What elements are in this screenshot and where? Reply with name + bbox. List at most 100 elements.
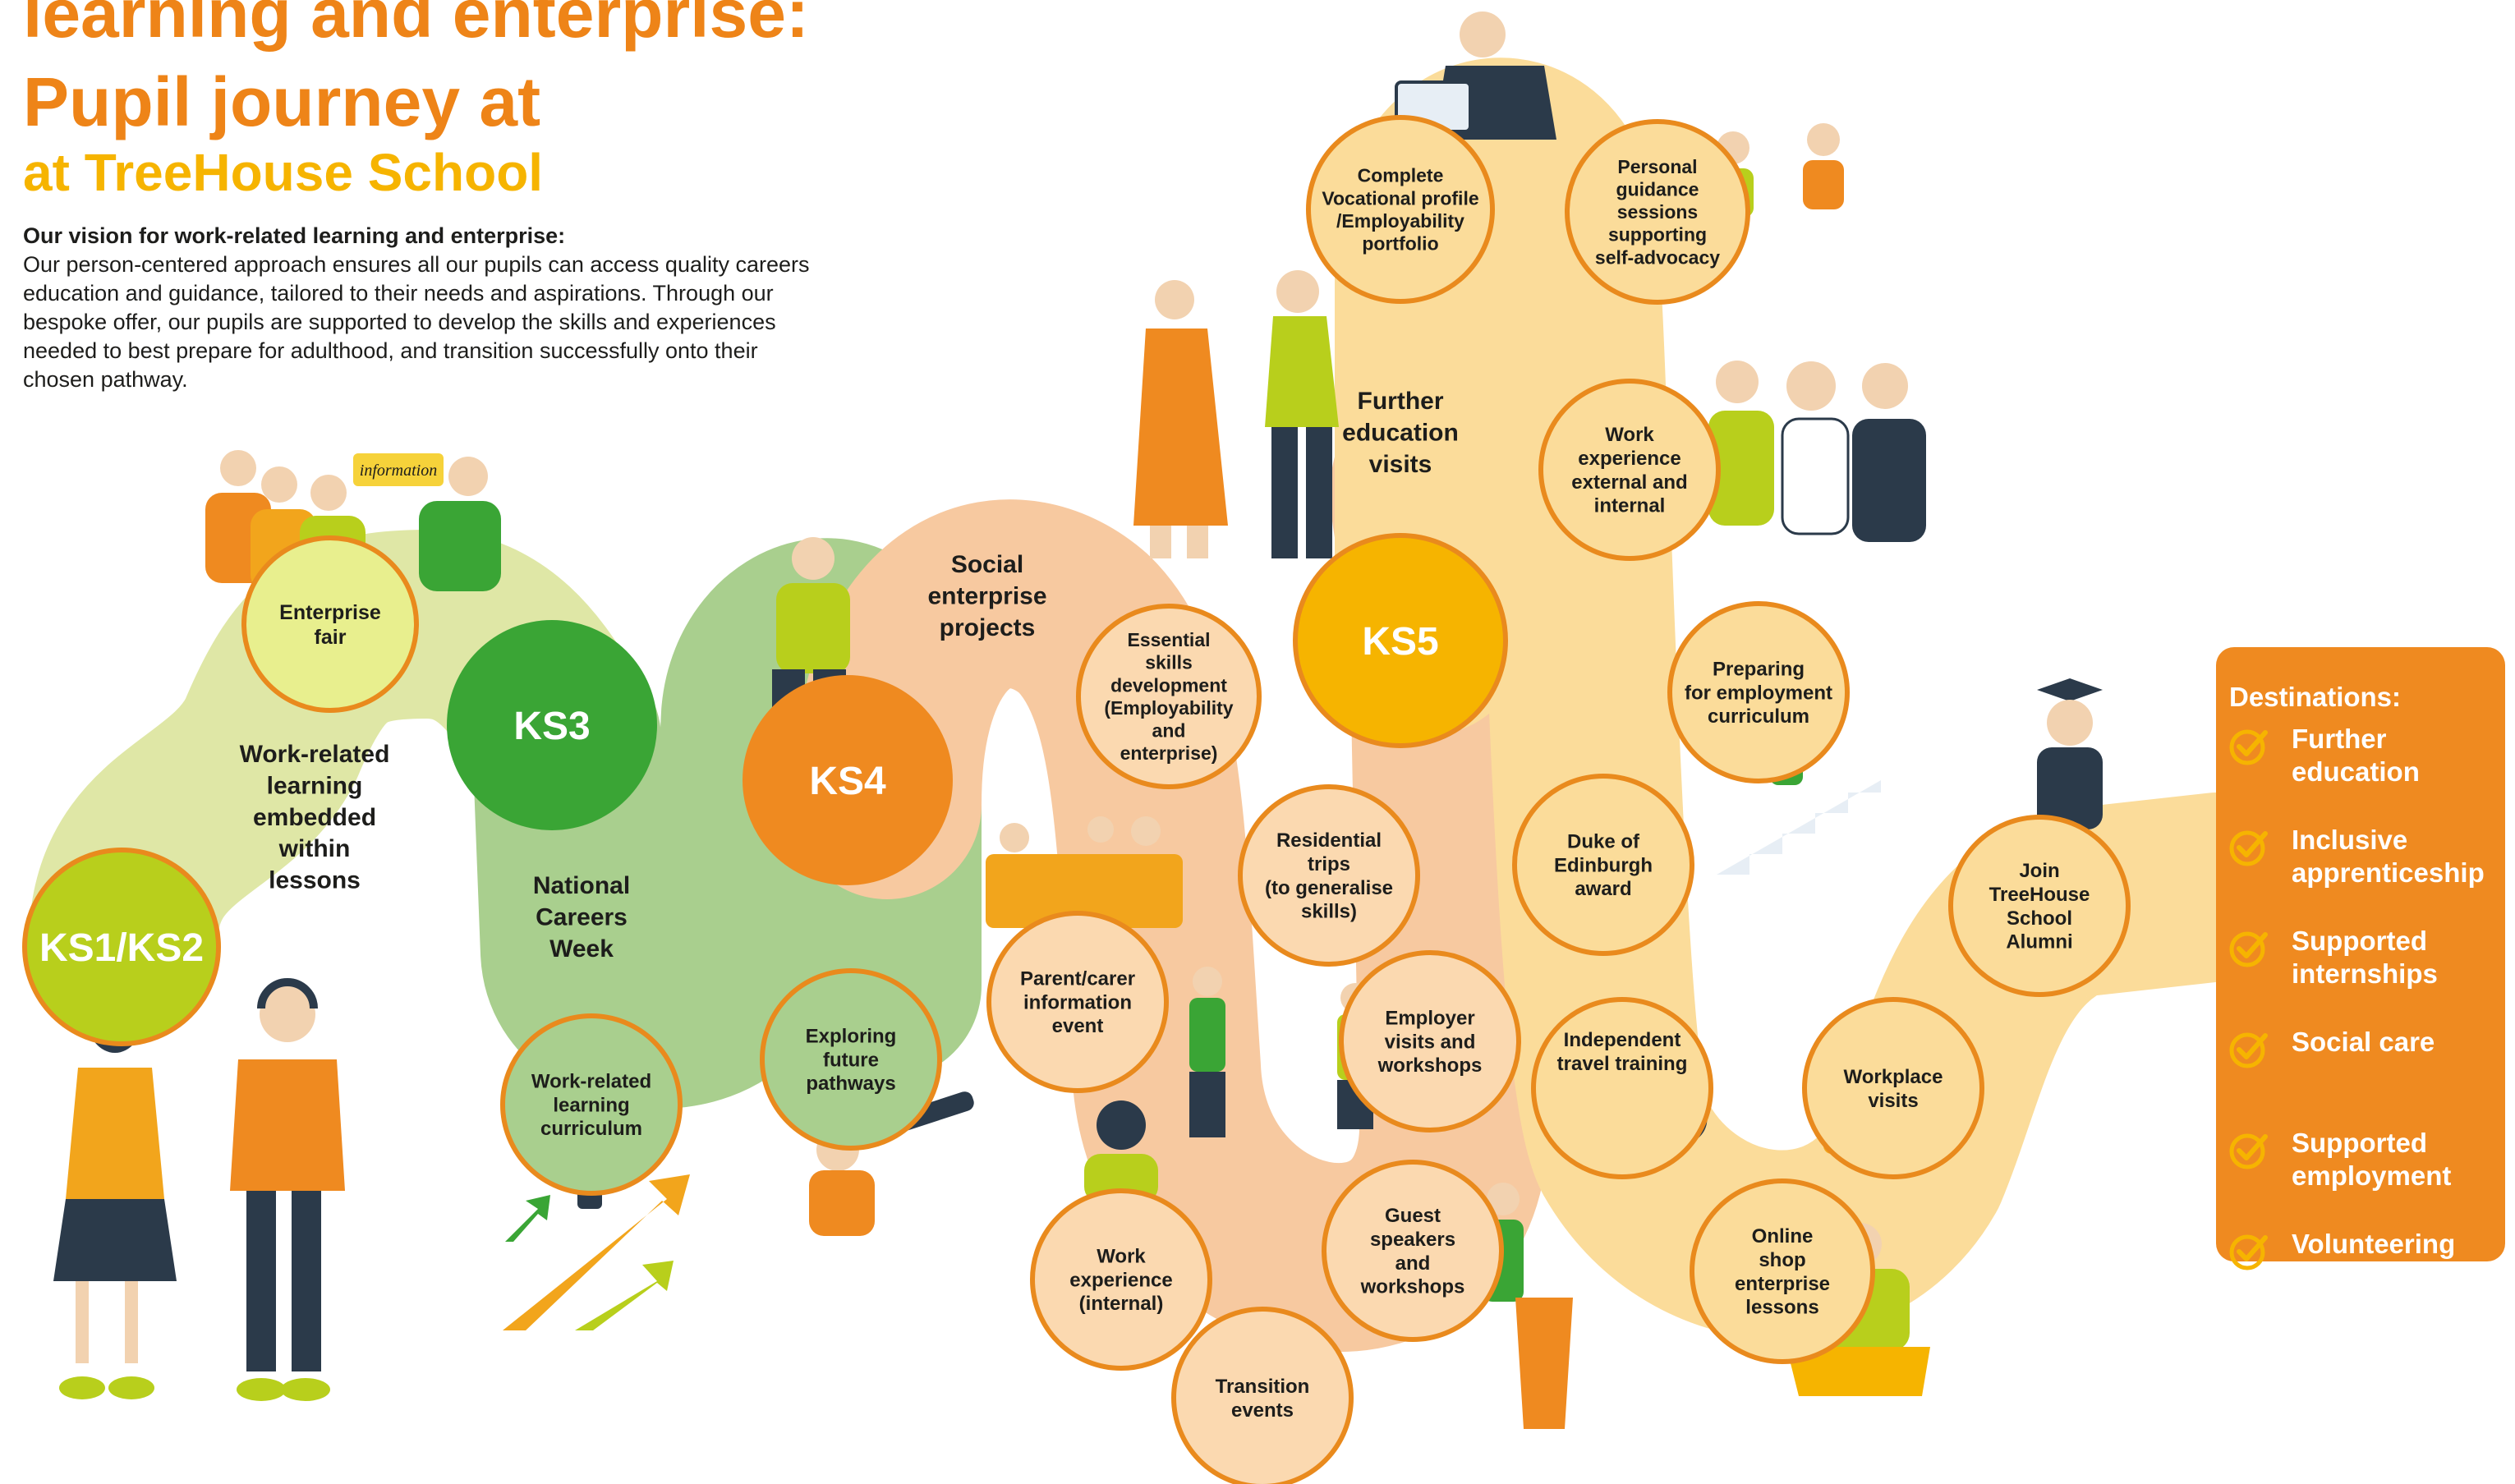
milestone-label-line: lessons xyxy=(1745,1297,1818,1319)
milestone-label-line: workshops xyxy=(1360,1276,1465,1298)
destination-label-line: Further xyxy=(2292,724,2387,754)
milestone-label-line: information xyxy=(1023,991,1132,1013)
caption-line: embedded xyxy=(253,804,376,831)
stage-markers: KS1/KS2 KS3 KS4 KS5 xyxy=(22,533,1508,1046)
milestone-circle xyxy=(1030,1188,1212,1371)
checkmark-icon xyxy=(2229,1032,2268,1068)
caption-line: Week xyxy=(549,935,614,963)
milestone-circle xyxy=(1339,950,1521,1133)
stage-ks4-label: KS4 xyxy=(809,760,886,803)
milestone-circle xyxy=(1322,1160,1504,1342)
destinations-title: Destinations: xyxy=(2229,682,2402,712)
group-discussion-illustration: information xyxy=(205,450,501,598)
milestone-circle xyxy=(1512,774,1694,956)
milestone-label-line: Enterprise xyxy=(279,601,381,624)
caption-line: enterprise xyxy=(927,582,1046,609)
milestone-circle xyxy=(1565,119,1750,305)
stage-ks12: KS1/KS2 xyxy=(22,848,221,1046)
milestone-label-line: Preparing xyxy=(1713,659,1805,681)
path-captions: Work-relatedlearningembeddedwithinlesson… xyxy=(240,388,1459,963)
milestone-label-line: Transition xyxy=(1216,1376,1310,1398)
destination-item: Volunteering xyxy=(2229,1228,2499,1329)
speech-bubble-text: information xyxy=(360,462,437,480)
milestone-circle xyxy=(760,968,942,1151)
milestone-label-line: Complete xyxy=(1358,165,1444,186)
milestone-label-line: (to generalise xyxy=(1265,877,1393,899)
milestone-personal-guidance: Personalguidancesessionssupportingself-a… xyxy=(1565,119,1750,305)
graduate-illustration xyxy=(2037,678,2103,829)
destination-label-line: education xyxy=(2292,756,2420,787)
milestone-label-line: enterprise xyxy=(1735,1273,1830,1295)
destination-label-line: apprenticeship xyxy=(2292,857,2485,888)
destination-label-line: employment xyxy=(2292,1160,2452,1191)
title-line-3: at TreeHouse School xyxy=(23,143,544,202)
destination-label-line: Inclusive xyxy=(2292,825,2408,855)
milestone-label-line: (internal) xyxy=(1079,1293,1164,1315)
destination-item: Social care xyxy=(2229,1026,2499,1127)
milestone-label-line: sessions xyxy=(1617,201,1698,223)
milestone-label-line: Parent/carer xyxy=(1020,968,1135,990)
growth-arrows-illustration xyxy=(503,1174,690,1330)
title-line-2: Pupil journey at xyxy=(23,63,541,140)
further-education-pupils-illustration xyxy=(1133,270,1339,558)
arrow-right-icon xyxy=(2152,937,2210,972)
stage-ks5-label: KS5 xyxy=(1362,620,1438,664)
milestone-label-line: skills xyxy=(1145,652,1193,673)
stage-ks3-label: KS3 xyxy=(513,705,590,748)
milestone-label-line: development xyxy=(1110,674,1227,696)
milestone-label-line: Independent xyxy=(1564,1029,1681,1051)
milestone-label-line: workshops xyxy=(1377,1054,1483,1077)
checkmark-icon xyxy=(2229,1133,2268,1169)
milestone-label-line: portfolio xyxy=(1362,232,1438,254)
caption-line: Work-related xyxy=(240,741,390,768)
milestone-label-line: internal xyxy=(1594,495,1666,517)
milestone-circle xyxy=(1306,115,1495,304)
milestone-circle xyxy=(1238,784,1420,967)
milestone-label-line: and xyxy=(1152,719,1186,741)
caption-line: within xyxy=(278,835,351,862)
destination-label: Volunteering xyxy=(2292,1228,2507,1261)
milestone-label-line: skills) xyxy=(1301,901,1357,923)
milestone-label-line: Alumni xyxy=(2006,931,2072,953)
milestone-label-line: Work-related xyxy=(531,1071,651,1093)
milestone-label-line: pathways xyxy=(806,1073,895,1095)
milestone-label-line: Duke of xyxy=(1567,831,1640,853)
destination-label: Social care xyxy=(2292,1026,2507,1059)
milestone-label-line: Vocational profile xyxy=(1322,187,1478,209)
milestone-label-line: for employment xyxy=(1685,682,1832,704)
vision-body: Our person-centered approach ensures all… xyxy=(23,252,810,392)
milestone-circle xyxy=(1171,1307,1354,1484)
milestone-essential-skills: Essentialskillsdevelopment(Employability… xyxy=(1076,604,1262,789)
milestone-label-line: visits and xyxy=(1385,1031,1476,1053)
milestone-circle xyxy=(241,535,419,713)
milestone-label-line: external and xyxy=(1571,471,1687,494)
milestone-label-line: Guest xyxy=(1385,1205,1441,1227)
milestone-label-line: Online xyxy=(1752,1225,1814,1247)
stage-ks12-label: KS1/KS2 xyxy=(39,926,204,970)
vision-heading: Our vision for work-related learning and… xyxy=(23,223,566,248)
milestone-circle xyxy=(1948,815,2131,997)
vision-statement: Our vision for work-related learning and… xyxy=(23,222,828,394)
caption-work-related: Work-relatedlearningembeddedwithinlesson… xyxy=(240,741,390,894)
milestone-circle xyxy=(1076,604,1262,789)
